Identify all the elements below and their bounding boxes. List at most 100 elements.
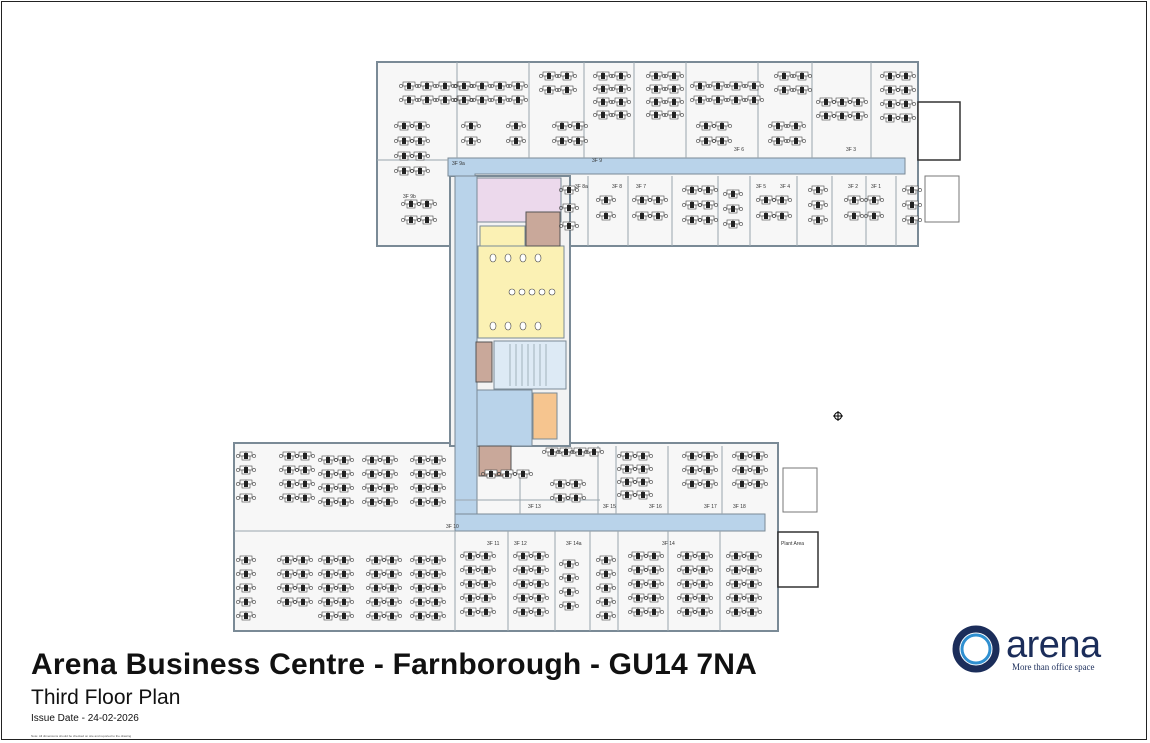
riser-2 xyxy=(475,341,493,383)
desk-unit xyxy=(633,451,653,461)
desk-unit xyxy=(611,84,631,94)
room-label-r3f12: 3F 12 xyxy=(514,541,527,547)
desk-unit xyxy=(550,479,570,489)
room-label-r3f16: 3F 16 xyxy=(649,504,662,510)
desk-unit xyxy=(742,551,762,561)
desk-unit xyxy=(726,551,746,561)
desk-unit xyxy=(723,204,743,214)
desk-unit xyxy=(772,195,792,205)
desk-unit xyxy=(593,110,613,120)
desk-unit xyxy=(410,151,430,161)
desk-unit xyxy=(559,573,579,583)
desk-unit xyxy=(410,483,430,493)
desk-unit xyxy=(236,479,256,489)
desk-unit xyxy=(460,607,480,617)
room-dividers xyxy=(234,62,897,631)
desk-unit xyxy=(566,493,586,503)
desk-unit xyxy=(693,579,713,589)
desk-unit xyxy=(744,95,764,105)
desk-unit xyxy=(742,579,762,589)
logo-word: arena xyxy=(1006,624,1101,666)
plan-subtitle: Third Floor Plan xyxy=(31,686,181,709)
desk-unit xyxy=(559,587,579,597)
desk-unit xyxy=(476,579,496,589)
desk-unit xyxy=(596,195,616,205)
desk-unit xyxy=(295,479,315,489)
wc-fixture xyxy=(534,253,542,263)
desk-unit xyxy=(318,583,338,593)
desk-unit xyxy=(476,565,496,575)
desk-unit xyxy=(644,607,664,617)
issue-date: Issue Date - 24-02-2026 xyxy=(31,713,139,724)
desk-unit xyxy=(529,565,549,575)
desk-unit xyxy=(682,185,702,195)
desk-unit xyxy=(593,71,613,81)
desk-unit xyxy=(596,211,616,221)
desk-unit xyxy=(808,185,828,195)
desk-unit xyxy=(726,81,746,91)
desk-unit xyxy=(611,97,631,107)
desk-unit xyxy=(318,555,338,565)
desk-unit xyxy=(417,81,437,91)
desk-unit xyxy=(664,84,684,94)
desk-unit xyxy=(513,469,533,479)
wc-fixture xyxy=(548,288,556,296)
desk-unit xyxy=(708,95,728,105)
wc-fixture xyxy=(489,253,497,263)
desk-unit xyxy=(410,121,430,131)
room-label-r3f4: 3F 4 xyxy=(780,184,790,190)
desk-unit xyxy=(792,71,812,81)
desk-unit xyxy=(646,84,666,94)
desk-unit xyxy=(682,215,702,225)
desk-unit xyxy=(559,221,579,231)
desk-unit xyxy=(472,81,492,91)
desk-unit xyxy=(848,97,868,107)
desk-unit xyxy=(644,579,664,589)
desk-unit xyxy=(550,493,570,503)
room-label-r3f14a: 3F 14a xyxy=(566,541,582,547)
room-label-r3f8a: 3F 8a xyxy=(575,184,588,190)
wc-upper xyxy=(479,225,526,247)
desk-unit xyxy=(399,95,419,105)
desk-unit xyxy=(584,447,604,457)
desk-unit xyxy=(896,85,916,95)
desk-unit xyxy=(808,215,828,225)
plant-area-box xyxy=(777,531,819,588)
desk-unit xyxy=(696,136,716,146)
desk-unit xyxy=(399,81,419,91)
desk-unit xyxy=(880,113,900,123)
room-label-r3f9b: 3F 9b xyxy=(403,194,416,200)
desk-unit xyxy=(698,200,718,210)
desk-unit xyxy=(426,611,446,621)
desk-unit xyxy=(682,465,702,475)
wc-fixture xyxy=(538,288,546,296)
desk-unit xyxy=(293,569,313,579)
page-title: Arena Business Centre - Farnborough - GU… xyxy=(31,648,757,681)
desk-unit xyxy=(698,465,718,475)
external-stair-upper xyxy=(917,101,961,161)
desk-unit xyxy=(632,195,652,205)
desk-unit xyxy=(748,465,768,475)
desk-unit xyxy=(880,99,900,109)
room-label-r3f6: 3F 6 xyxy=(734,147,744,153)
room-label-r3f1: 3F 1 xyxy=(871,184,881,190)
desk-unit xyxy=(426,569,446,579)
desk-unit xyxy=(808,200,828,210)
desk-unit xyxy=(744,81,764,91)
desk-unit xyxy=(848,111,868,121)
desk-unit xyxy=(277,569,297,579)
desk-unit xyxy=(646,97,666,107)
wc-fixture xyxy=(528,288,536,296)
desk-unit xyxy=(723,219,743,229)
desk-unit xyxy=(712,136,732,146)
desk-unit xyxy=(570,447,590,457)
external-stair-upper-steps xyxy=(924,175,960,223)
wc-fixture xyxy=(504,321,512,331)
desk-unit xyxy=(646,71,666,81)
wc-fixture xyxy=(489,321,497,331)
desk-unit xyxy=(712,121,732,131)
desk-unit xyxy=(490,95,510,105)
corridor-upper xyxy=(447,157,906,177)
